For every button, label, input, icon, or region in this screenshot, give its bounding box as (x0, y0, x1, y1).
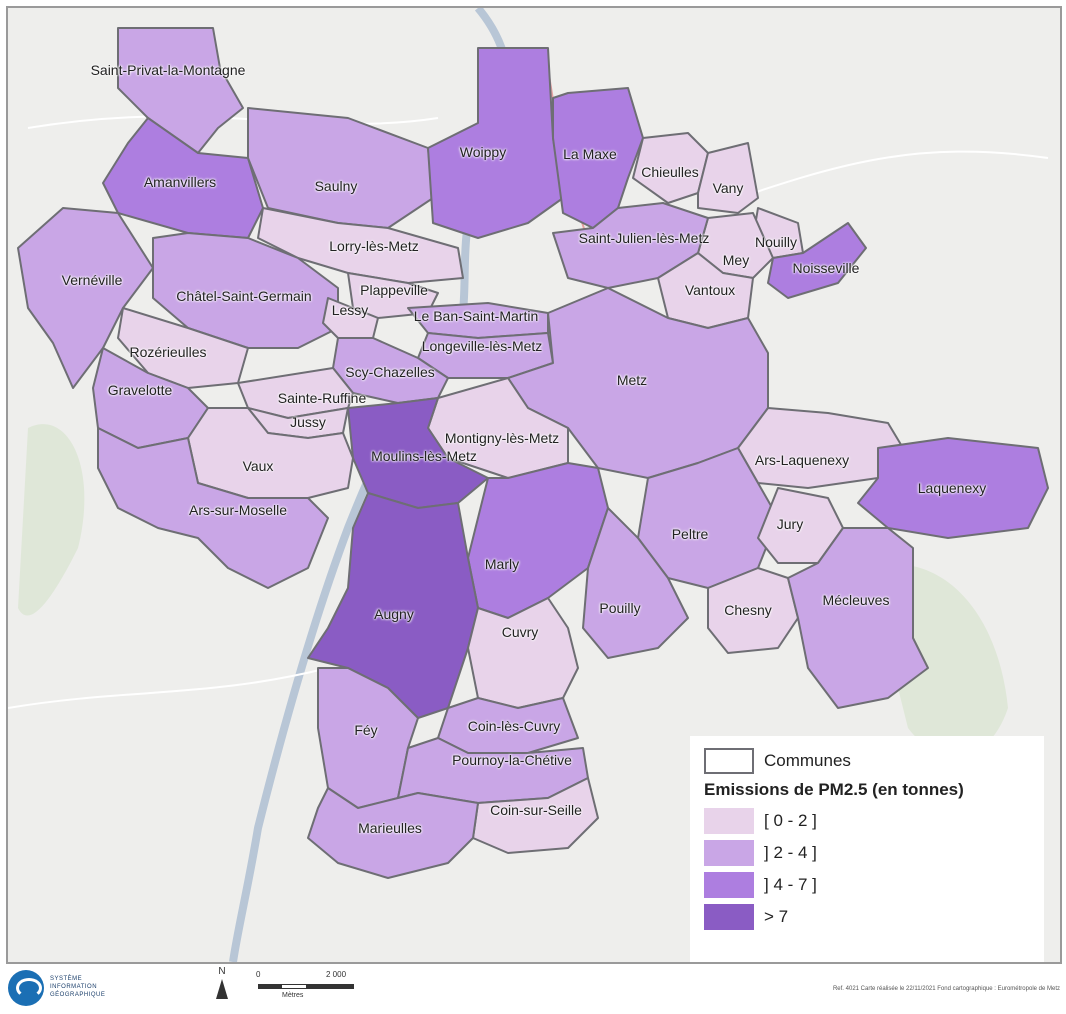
commune-noisseville[interactable] (767, 222, 867, 299)
commune-label: Saint-Julien-lès-Metz (578, 230, 710, 246)
legend-class-label: ] 2 - 4 ] (764, 843, 817, 862)
commune-label: Saint-Privat-la-Montagne (90, 62, 246, 78)
commune-label: Nouilly (754, 234, 798, 250)
commune-marieulles[interactable] (307, 787, 479, 879)
commune-label: Scy-Chazelles (345, 364, 435, 380)
north-arrow: N (212, 966, 232, 1010)
north-arrow-icon (216, 979, 228, 999)
scale-unit: Mètres (282, 992, 304, 999)
commune-label: Metz (616, 372, 648, 388)
commune-label: Chesny (724, 602, 772, 618)
commune-label: Marly (484, 556, 520, 572)
commune-label: Vantoux (684, 282, 736, 298)
commune-label: Gravelotte (107, 382, 173, 398)
commune-label: Noisseville (792, 260, 860, 276)
map-credits: Ref. 4021 Carte réalisée le 22/11/2021 F… (832, 986, 1060, 992)
commune-ars-sur-moselle[interactable] (97, 427, 329, 589)
commune-rozerieulles[interactable] (117, 307, 249, 389)
commune-label: Cuvry (501, 624, 539, 640)
commune-label: Féy (354, 722, 378, 738)
commune-lorry-les-metz[interactable] (257, 207, 464, 284)
commune-la-maxe[interactable] (552, 87, 644, 229)
commune-label: Coin-lès-Cuvry (467, 718, 561, 734)
commune-woippy[interactable] (427, 47, 564, 239)
commune-mecleuves[interactable] (787, 527, 929, 709)
commune-label: Amanvillers (143, 174, 217, 190)
commune-label: Mey (722, 252, 750, 268)
legend-classes: [ 0 - 2 ] ] 2 - 4 ] ] 4 - 7 ] > 7 (704, 808, 1030, 930)
commune-label: Le Ban-Saint-Martin (413, 308, 539, 324)
commune-cuvry[interactable] (467, 597, 579, 709)
commune-saint-privat-la-montagne[interactable] (117, 27, 244, 154)
commune-label: Moulins-lès-Metz (371, 448, 477, 464)
legend-class-label: [ 0 - 2 ] (764, 811, 817, 830)
commune-label: Mécleuves (822, 592, 890, 608)
legend-class-label: ] 4 - 7 ] (764, 875, 817, 894)
logo-line-2: INFORMATION (50, 984, 98, 990)
commune-saint-julien-les-metz[interactable] (552, 202, 709, 289)
commune-laquenexy[interactable] (857, 437, 1049, 539)
scale-end: 2 000 (326, 970, 347, 979)
forest-1 (18, 424, 85, 616)
commune-label: Vany (712, 180, 744, 196)
scale-bar: 0 2 000 Mètres (254, 970, 374, 1010)
commune-vany[interactable] (697, 142, 759, 214)
sig-logo-icon (8, 970, 44, 1006)
commune-label: Plappeville (360, 282, 428, 298)
commune-label: Ars-Laquenexy (754, 452, 850, 468)
legend-communes-swatch (704, 748, 754, 774)
commune-label: La Maxe (563, 146, 617, 162)
legend-title: Emissions de PM2.5 (en tonnes) (704, 780, 964, 799)
legend-class-swatch (704, 872, 754, 898)
legend-class-row: ] 2 - 4 ] (704, 840, 1030, 866)
commune-label: Sainte-Ruffine (277, 390, 367, 406)
legend: Communes Emissions de PM2.5 (en tonnes) … (690, 736, 1044, 962)
commune-label: Marieulles (358, 820, 422, 836)
legend-class-label: > 7 (764, 907, 789, 926)
commune-coin-sur-seille[interactable] (472, 777, 599, 854)
commune-label: Châtel-Saint-Germain (176, 288, 312, 304)
commune-label: Vernéville (61, 272, 123, 288)
commune-label: Ars-sur-Moselle (188, 502, 288, 518)
commune-label: Jury (776, 516, 804, 532)
communes-layer (17, 27, 1049, 879)
legend-class-row: ] 4 - 7 ] (704, 872, 1030, 898)
logo-line-1: SYSTÈME (50, 976, 83, 982)
commune-label: Rozérieulles (129, 344, 207, 360)
footer: SYSTÈME INFORMATION GÉOGRAPHIQUE N 0 2 0… (0, 966, 1066, 1014)
commune-label: Woippy (459, 144, 507, 160)
sig-logo: SYSTÈME INFORMATION GÉOGRAPHIQUE (8, 970, 118, 1010)
commune-label: Longeville-lès-Metz (421, 338, 543, 354)
legend-class-swatch (704, 840, 754, 866)
commune-verneville[interactable] (17, 207, 154, 389)
commune-label: Vaux (242, 458, 274, 474)
legend-class-swatch (704, 808, 754, 834)
commune-label: Lessy (331, 302, 369, 318)
scale-start: 0 (256, 970, 261, 979)
logo-line-3: GÉOGRAPHIQUE (50, 992, 106, 998)
north-label: N (218, 966, 226, 977)
commune-label: Laquenexy (917, 480, 987, 496)
commune-label: Montigny-lès-Metz (444, 430, 560, 446)
commune-label: Pouilly (599, 600, 641, 616)
map-canvas[interactable] (8, 8, 1060, 962)
commune-label: Pournoy-la-Chétive (452, 752, 572, 768)
commune-label: Saulny (314, 178, 358, 194)
scale-bar-graphic (258, 984, 354, 989)
commune-label: Peltre (671, 526, 709, 542)
legend-class-row: > 7 (704, 904, 1030, 930)
commune-label: Coin-sur-Seille (490, 802, 582, 818)
commune-label: Lorry-lès-Metz (329, 238, 419, 254)
commune-label: Augny (374, 606, 414, 622)
legend-communes-label: Communes (764, 751, 851, 770)
commune-label: Jussy (290, 414, 326, 430)
legend-class-row: [ 0 - 2 ] (704, 808, 1030, 834)
commune-pouilly[interactable] (582, 507, 689, 659)
commune-label: Chieulles (641, 164, 699, 180)
legend-communes-row: Communes (704, 748, 1030, 774)
legend-class-swatch (704, 904, 754, 930)
commune-chesny[interactable] (707, 567, 799, 654)
